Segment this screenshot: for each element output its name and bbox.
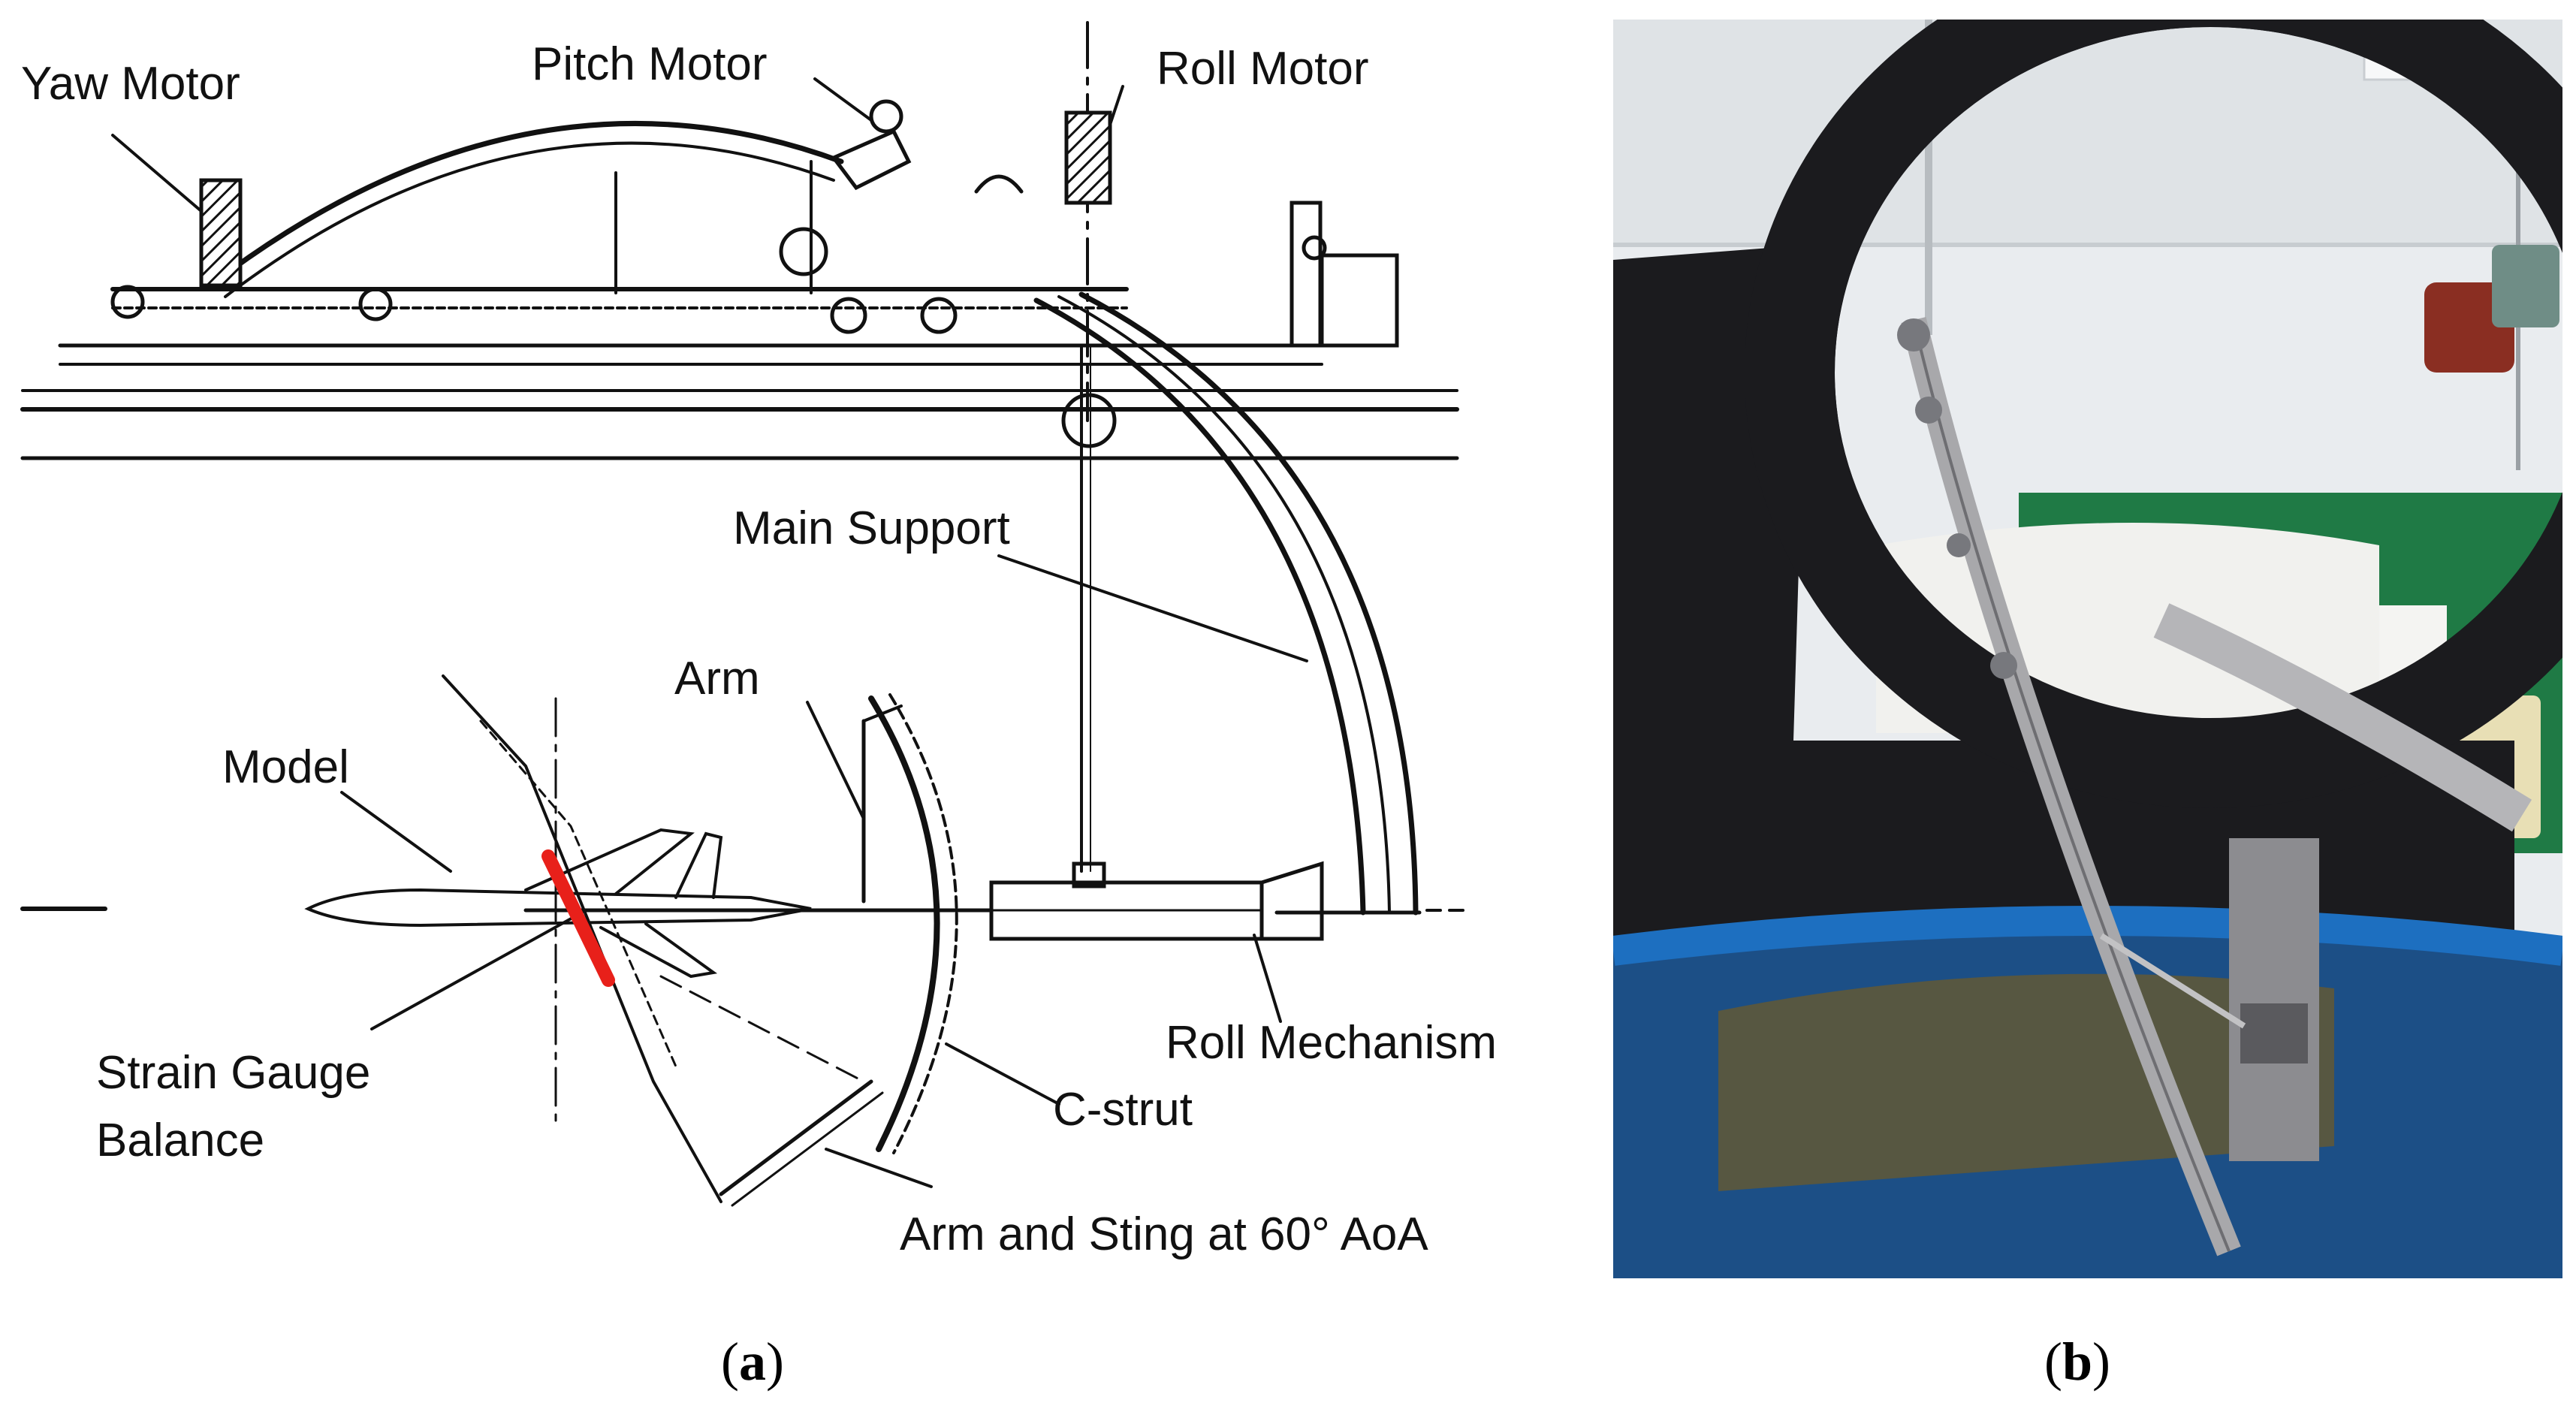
wind-tunnel-rig-photo — [1613, 20, 2562, 1278]
rig-schematic-drawing — [20, 21, 1466, 1207]
photo-panel — [1613, 20, 2562, 1278]
label-pitch-motor: Pitch Motor — [532, 38, 768, 90]
label-strain-gauge-line1: Strain Gauge — [96, 1047, 371, 1099]
schematic-panel: Yaw Motor Pitch Motor Roll Motor Main Su… — [20, 21, 1498, 1260]
strain-gauge-balance-marker — [541, 849, 615, 987]
caption-b: (b) — [2044, 1332, 2111, 1392]
caption-b-letter: b — [2062, 1332, 2093, 1392]
caption-a-letter: a — [738, 1332, 766, 1392]
label-main-support: Main Support — [733, 502, 1010, 554]
label-strain-gauge-line2: Balance — [96, 1115, 265, 1166]
label-model: Model — [222, 741, 349, 793]
label-arm: Arm — [674, 653, 760, 704]
caption-a: (a) — [721, 1332, 784, 1392]
label-yaw-motor: Yaw Motor — [21, 58, 240, 110]
label-roll-motor: Roll Motor — [1157, 43, 1369, 95]
label-c-strut: C-strut — [1053, 1084, 1193, 1136]
label-roll-mechanism: Roll Mechanism — [1166, 1017, 1498, 1069]
label-arm-and-sting: Arm and Sting at 60° AoA — [900, 1208, 1428, 1260]
